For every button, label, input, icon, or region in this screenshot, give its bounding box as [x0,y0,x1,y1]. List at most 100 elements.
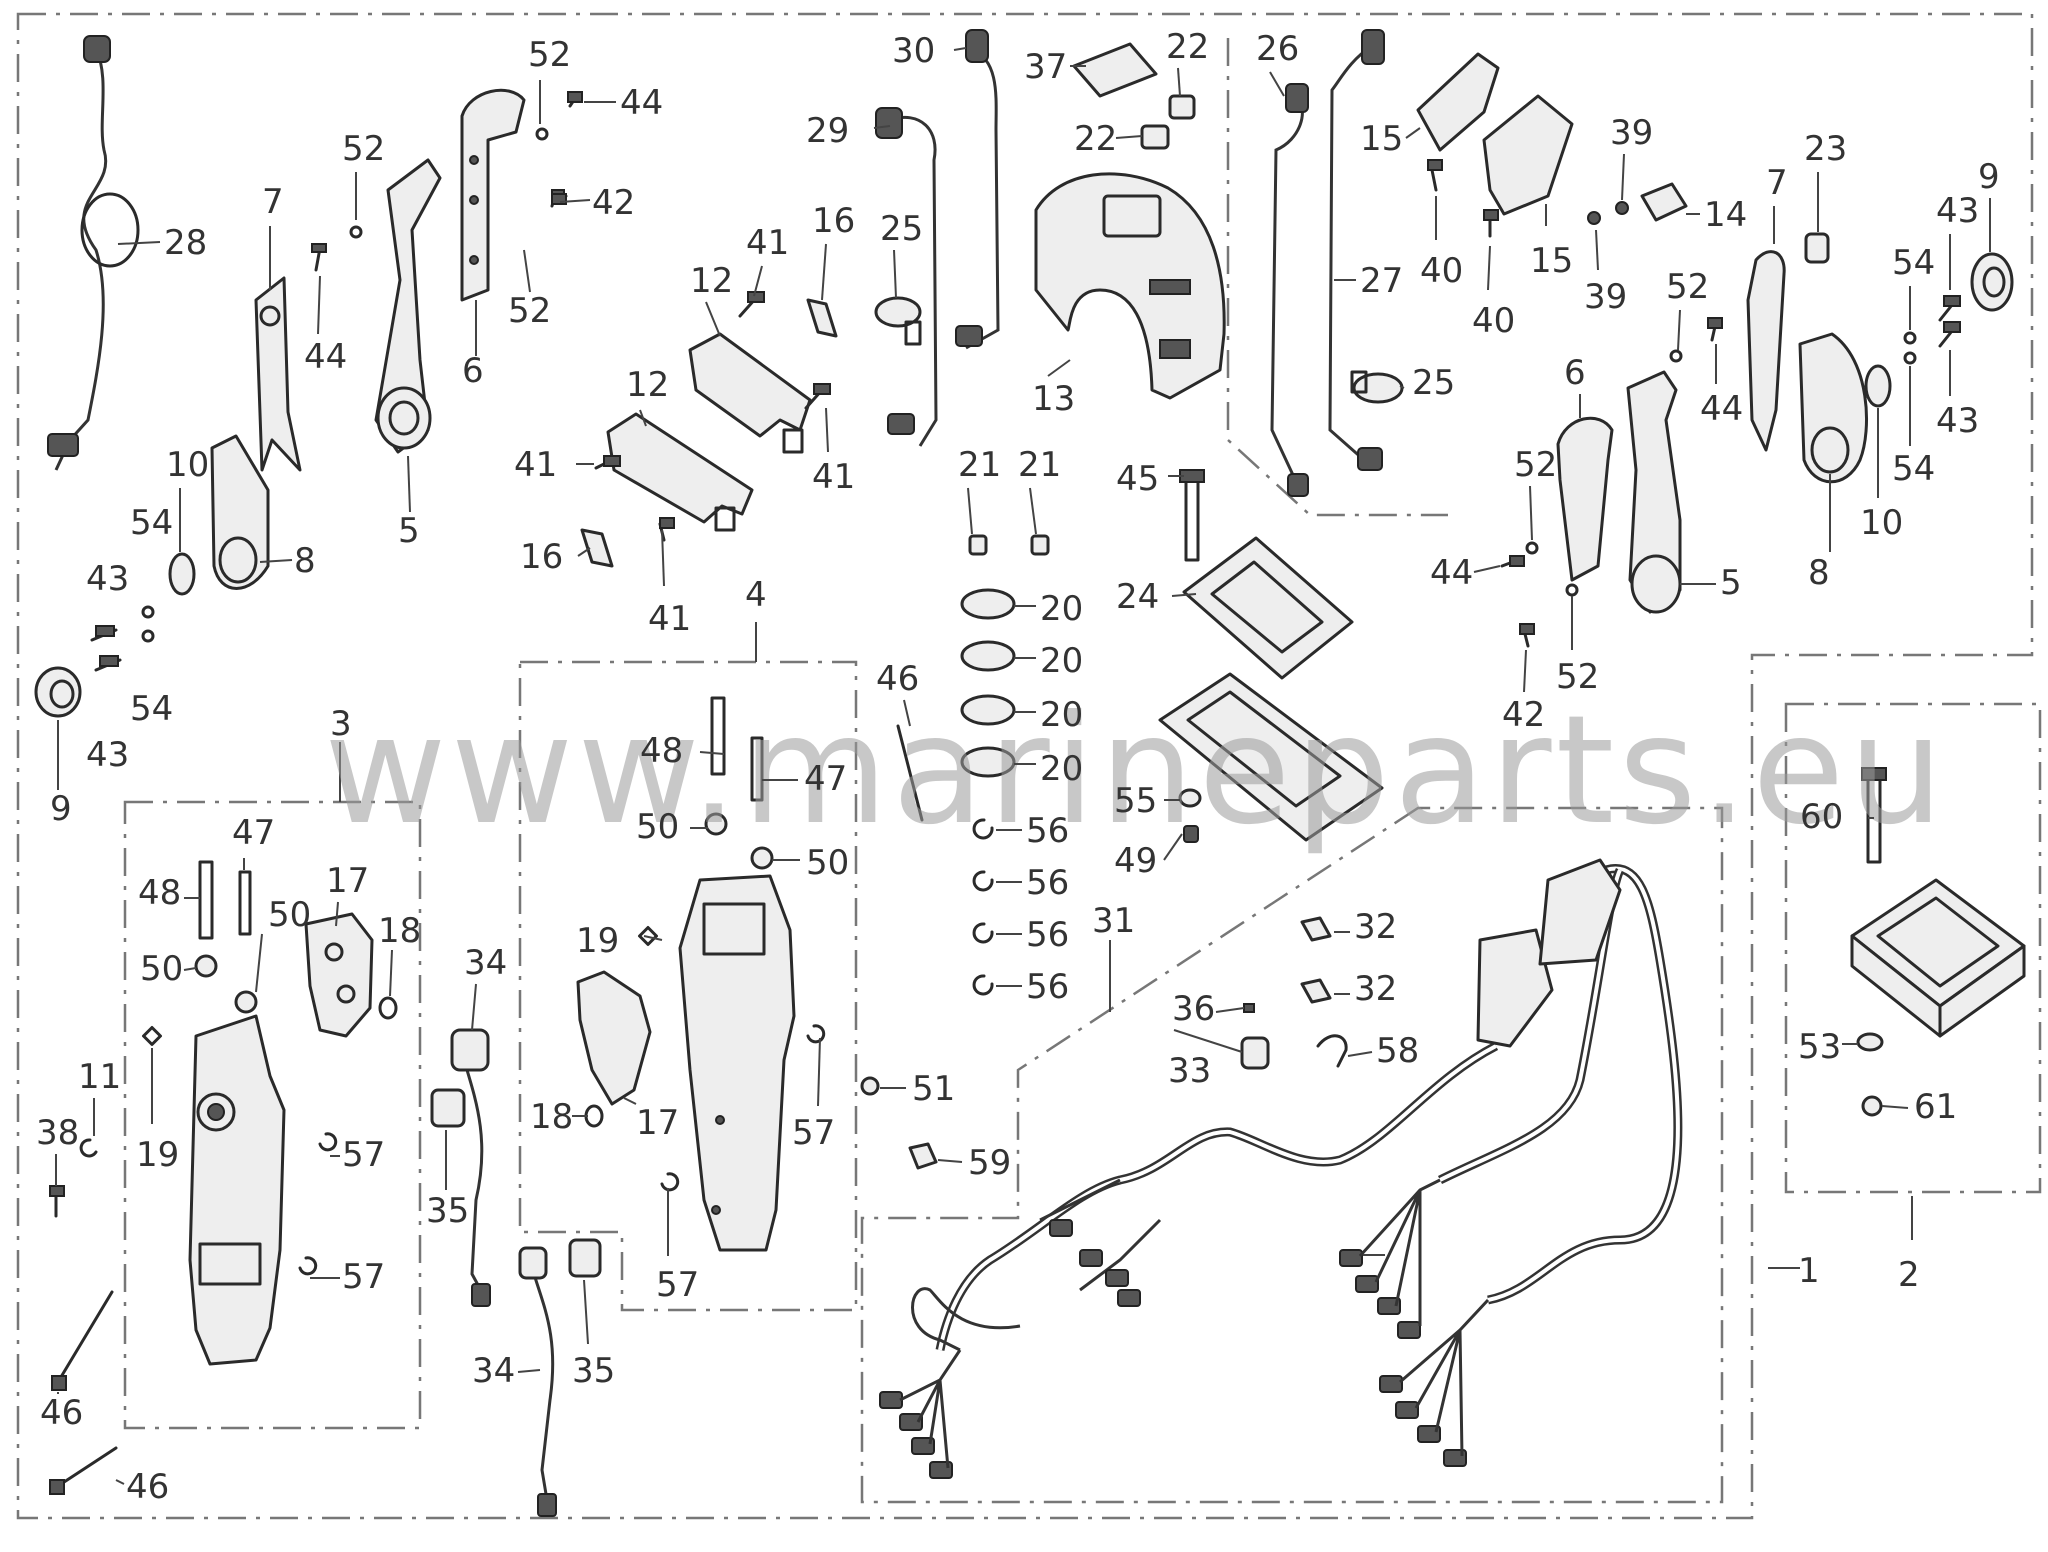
callout-6-right: 6 [1564,353,1586,393]
upper-divider-line [1226,38,1448,517]
callout-23: 23 [1804,129,1847,169]
washer-53-nut-61 [1856,1032,1884,1117]
callout-47-center: 47 [804,759,847,799]
callout-34-lower: 34 [472,1351,515,1391]
grommet-9-left [34,666,82,718]
callout-35-lower: 35 [572,1351,615,1391]
callout-42-left: 42 [592,183,635,223]
callout-41-top: 41 [746,223,789,263]
callout-16-upper: 16 [812,201,855,241]
callout-45: 45 [1116,459,1159,499]
callout-3: 3 [330,704,352,744]
callout-22-lower: 22 [1074,119,1117,159]
callout-1: 1 [1798,1251,1820,1291]
callout-41-left: 41 [514,445,557,485]
callout-28: 28 [164,223,207,263]
clips-57-center [660,1024,826,1192]
plate-14 [1640,182,1688,222]
o-ring-18-left [378,996,398,1020]
callout-16-lower: 16 [520,537,563,577]
pin-19-center [638,926,658,946]
callout-25-upper: 25 [880,209,923,249]
bracket-12-upper [688,332,812,454]
screws-40-39 [1427,159,1629,238]
mounting-base-2 [1850,878,2026,1038]
control-lever-arm-5-left [374,158,442,454]
cable-clamp-25-lower [1350,370,1404,404]
callout-15-upper: 15 [1360,119,1403,159]
callout-8-left: 8 [294,541,316,581]
connector-bundles-31 [879,1178,1490,1479]
base-plate [1158,672,1384,842]
callout-6-left: 6 [462,351,484,391]
callout-19-center: 19 [576,921,619,961]
mounting-bolt-60 [1861,767,1887,864]
callout-44-left-upper: 44 [620,83,663,123]
bolts-46-left [49,1290,118,1495]
o-ring-18-center [584,1104,604,1128]
callout-labels: 1 2 3 4 5 5 6 6 7 7 8 8 9 9 10 10 11 12 … [36,27,2000,1507]
callout-61: 61 [1914,1087,1957,1127]
gear-plate-17-center [576,970,652,1106]
callout-44-left-lower: 44 [304,337,347,377]
small-screws-right [1500,317,1723,648]
callout-59: 59 [968,1143,1011,1183]
lever-housing-8-left [210,434,270,590]
callout-54-right-lower: 54 [1892,449,1935,489]
lever-housing-8-right [1798,332,1868,484]
callout-54-left-upper: 54 [130,503,173,543]
washers-54-left [141,605,155,643]
lever-grip-6-right [1556,416,1614,582]
callout-52-c: 52 [508,291,551,331]
callout-31: 31 [1092,901,1135,941]
callout-41-right: 41 [812,457,855,497]
callout-43-right-lower: 43 [1936,401,1979,441]
nuts-50-center [704,812,774,870]
callout-37: 37 [1024,47,1067,87]
callout-35-upper: 35 [426,1191,469,1231]
callout-46-center: 46 [876,659,919,699]
control-box-housing-3 [188,1014,286,1366]
connector-35-upper [430,1088,466,1128]
harness-30 [955,29,1000,350]
part-23 [1804,232,1830,264]
callout-44-right-left: 44 [1430,553,1473,593]
control-lever-arm-5-right [1626,370,1682,614]
label-plate-37 [1072,42,1158,98]
screws-43-left [90,625,122,672]
callout-38: 38 [36,1113,79,1153]
bracket-12-lower [606,412,754,532]
callout-52-d: 52 [1666,267,1709,307]
callout-29: 29 [806,111,849,151]
callout-49: 49 [1114,841,1157,881]
callout-50-left-a: 50 [140,949,183,989]
harness-27 [1328,29,1385,471]
dust-seal-10-right [1864,364,1892,408]
callout-43-left-lower: 43 [86,735,129,775]
callout-5-right: 5 [1720,563,1742,603]
callout-5-left: 5 [398,511,420,551]
callout-7-left: 7 [262,182,284,222]
callout-40-lower: 40 [1472,301,1515,341]
washers-20 [960,588,1016,778]
callout-54-right-upper: 54 [1892,243,1935,283]
watermark-text: www.marineparts.eu [324,684,1948,858]
callout-39-upper: 39 [1610,113,1653,153]
callout-10-left: 10 [166,445,209,485]
small-screws-left [311,91,583,272]
lever-cover-7-right [1746,250,1786,452]
callout-2: 2 [1898,1255,1920,1295]
callout-43-left-upper: 43 [86,559,129,599]
callout-18-center: 18 [530,1097,573,1137]
callout-11: 11 [78,1057,121,1097]
callout-20-b: 20 [1040,641,1083,681]
clips-16 [580,298,838,568]
callout-14: 14 [1704,195,1747,235]
callout-44-right-right: 44 [1700,389,1743,429]
callout-57-center-bottom: 57 [656,1265,699,1305]
screws-43-54-right [1903,295,1961,365]
callout-12-upper: 12 [690,261,733,301]
callout-19-left: 19 [136,1135,179,1175]
callout-27: 27 [1360,261,1403,301]
